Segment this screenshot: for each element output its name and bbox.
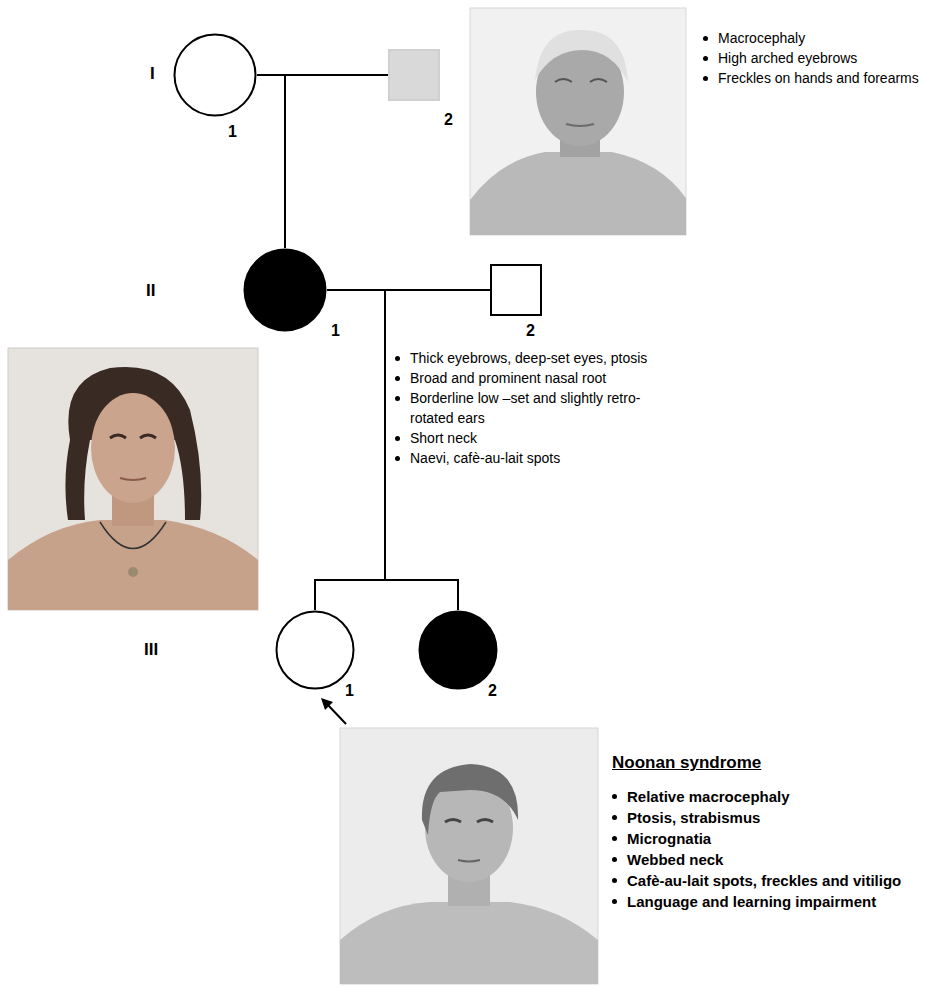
bullet-dot [612, 857, 617, 862]
individual-number: 1 [345, 682, 354, 700]
individual-number: 2 [444, 111, 453, 129]
patient-photo [470, 8, 686, 235]
patient-photo [8, 348, 258, 610]
feature-list: MacrocephalyHigh arched eyebrowsFreckles… [703, 28, 923, 88]
symbol-outline [275, 610, 355, 690]
feature-item: High arched eyebrows [718, 50, 857, 66]
pedigree-line [257, 75, 285, 248]
pedigree-line [315, 290, 385, 610]
symbol-shape [277, 612, 354, 689]
symbol-shape [389, 50, 439, 100]
symbol-outline [418, 610, 498, 690]
feature-row: Cafè-au-lait spots, freckles and vitilig… [612, 870, 928, 891]
feature-item: Short neck [410, 430, 477, 446]
symbol-shape [245, 250, 326, 331]
bullet-dot [395, 376, 400, 381]
feature-item: Micrognatia [627, 830, 711, 847]
feature-list: Thick eyebrows, deep-set eyes, ptosisBro… [395, 348, 667, 468]
bullet-dot [395, 396, 400, 401]
bullet-dot [612, 794, 617, 799]
symbol-outline [173, 33, 257, 117]
pedigree-symbol: 2 [490, 264, 542, 316]
individual-number: 1 [228, 123, 237, 141]
proband-arrow [321, 698, 346, 724]
syndrome-heading: Noonan syndrome [612, 752, 761, 774]
bullet-dot [612, 836, 617, 841]
feature-row: Relative macrocephaly [612, 786, 928, 807]
individual-number: 2 [488, 682, 497, 700]
bullet-dot [703, 36, 708, 41]
feature-row: Ptosis, strabismus [612, 807, 928, 828]
bullet-dot [395, 356, 400, 361]
pedigree-symbol: 1 [275, 610, 355, 690]
feature-row: Macrocephaly [703, 28, 923, 48]
feature-row: Naevi, cafè-au-lait spots [395, 448, 667, 468]
feature-item: Thick eyebrows, deep-set eyes, ptosis [410, 350, 647, 366]
bullet-dot [703, 56, 708, 61]
feature-row: Short neck [395, 428, 667, 448]
symbol-outline [490, 264, 542, 316]
feature-row: Language and learning impairment [612, 891, 928, 912]
pedigree-line [285, 75, 388, 248]
bullet-dot [395, 436, 400, 441]
feature-row: High arched eyebrows [703, 48, 923, 68]
feature-item: Borderline low –set and slightly retro-r… [410, 390, 640, 426]
bullet-dot [612, 815, 617, 820]
feature-row: Borderline low –set and slightly retro-r… [395, 388, 667, 428]
bullet-dot [612, 878, 617, 883]
feature-row: Freckles on hands and forearms [703, 68, 923, 88]
feature-item: Cafè-au-lait spots, freckles and vitilig… [627, 872, 901, 889]
bullet-dot [395, 456, 400, 461]
feature-item: Macrocephaly [718, 30, 805, 46]
feature-row: Thick eyebrows, deep-set eyes, ptosis [395, 348, 667, 368]
bullet-dot [703, 76, 708, 81]
feature-item: Naevi, cafè-au-lait spots [410, 450, 560, 466]
symbol-outline [388, 49, 440, 101]
individual-number: 2 [526, 322, 535, 340]
feature-row: Broad and prominent nasal root [395, 368, 667, 388]
generation-label: II [146, 281, 155, 301]
feature-item: Language and learning impairment [627, 893, 876, 910]
feature-item: Freckles on hands and forearms [718, 70, 919, 86]
pedigree-symbol: 1 [243, 248, 327, 332]
generation-label: I [150, 64, 155, 84]
generation-label: III [144, 640, 158, 660]
feature-item: Relative macrocephaly [627, 788, 790, 805]
feature-item: Ptosis, strabismus [627, 809, 760, 826]
feature-row: Micrognatia [612, 828, 928, 849]
feature-item: Webbed neck [627, 851, 723, 868]
bullet-dot [612, 899, 617, 904]
symbol-shape [491, 265, 541, 315]
pedigree-symbol: 2 [418, 610, 498, 690]
pedigree-symbol: 2 [388, 49, 440, 101]
pedigree-symbol: 1 [173, 33, 257, 117]
feature-item: Broad and prominent nasal root [410, 370, 606, 386]
symbol-outline [243, 248, 327, 332]
symbol-shape [175, 35, 256, 116]
individual-number: 1 [331, 322, 340, 340]
symbol-shape [420, 612, 497, 689]
feature-row: Webbed neck [612, 849, 928, 870]
patient-photo [340, 728, 598, 984]
feature-list: Relative macrocephalyPtosis, strabismusM… [612, 786, 928, 912]
